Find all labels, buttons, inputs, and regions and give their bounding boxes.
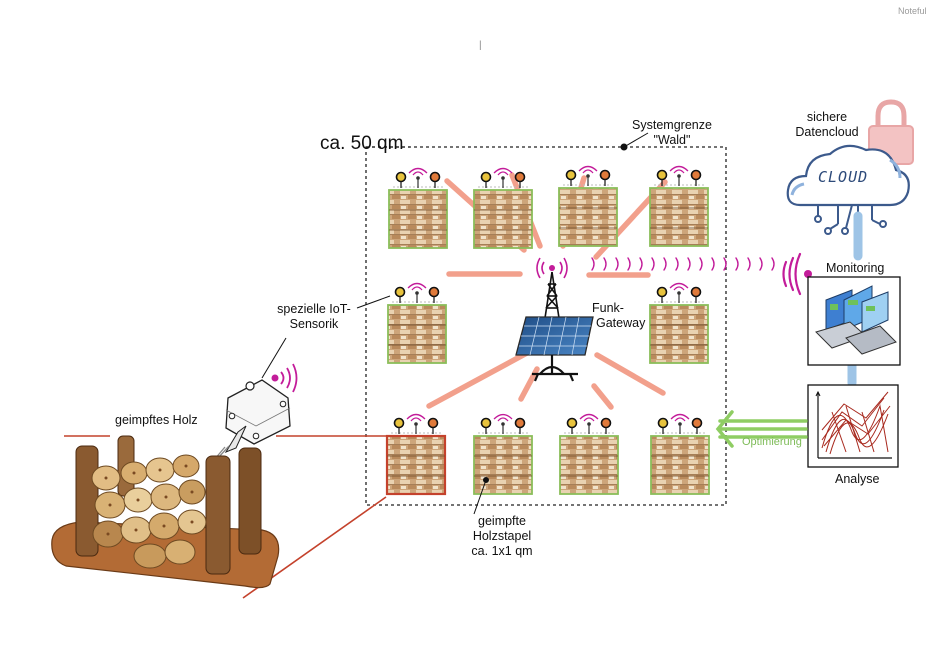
sensor-label: spezielle IoT- Sensorik: [266, 302, 362, 332]
data-pipes: [847, 211, 863, 388]
wood-stack-icon: [650, 413, 710, 495]
sensor-node-icon: [654, 165, 704, 186]
wood-stack-icon: [559, 413, 619, 495]
gateway-label-line2: Gateway: [596, 316, 646, 330]
area-size-label: ca. 50 qm: [320, 133, 404, 154]
sensor-node-icon: [564, 413, 614, 434]
cloud-label-line1: sichere: [806, 110, 848, 124]
monitoring-signal-dot: [804, 270, 812, 278]
optimization-label: Optimierung: [742, 436, 802, 448]
system-boundary-subtitle: "Wald": [653, 133, 691, 147]
sensor-node-icon: [654, 282, 704, 303]
cursor-mark: |: [479, 40, 482, 51]
system-boundary-title: Systemgrenze: [632, 118, 712, 132]
firewood-pile-icon: [51, 435, 280, 589]
sensor-node-icon: [478, 413, 528, 434]
vaccinated-wood-label: geimpftes Holz: [115, 413, 198, 427]
radio-tower-icon: [536, 257, 568, 319]
cloud-label-line2: Datencloud: [795, 125, 859, 139]
cloud-word: CLOUD: [818, 168, 869, 186]
wood-stack-icon: [649, 282, 709, 364]
sensor-label-line2: Sensorik: [289, 317, 339, 331]
sensor-node-icon: [393, 167, 443, 188]
sensor-node-icon: [655, 413, 705, 434]
cloud-icon: [786, 144, 910, 243]
annotation-leaders: [261, 295, 489, 515]
system-boundary-label: Systemgrenze "Wald": [627, 118, 717, 148]
sensor-box-icon: [213, 363, 298, 461]
sensor-label-line1: spezielle IoT-: [277, 302, 351, 316]
radio-links: [426, 172, 668, 410]
sensor-node-icon: [563, 165, 613, 186]
system-boundary: [365, 146, 727, 506]
stack-label: geimpfte Holzstapel ca. 1x1 qm: [462, 514, 542, 559]
sensor-node-icon: [391, 413, 441, 434]
wood-stack-icon: [558, 165, 618, 247]
laptop-monitoring-icon: [807, 276, 901, 366]
wood-stack-icon: [387, 282, 447, 364]
wood-stack-icon: [388, 167, 448, 249]
analysis-chart-icon: [807, 384, 899, 468]
wood-stack-icon: [385, 413, 447, 496]
wood-stack-icon: [473, 167, 533, 249]
stack-label-line1: geimpfte: [478, 514, 526, 528]
stack-label-line3: ca. 1x1 qm: [471, 544, 533, 558]
monitoring-label: Monitoring: [826, 261, 885, 275]
app-brand-label: Noteful: [898, 6, 927, 16]
solar-panel-icon: [515, 316, 594, 382]
optimization-arrow: [715, 410, 808, 448]
gateway-label: Funk- Gateway: [592, 301, 645, 331]
uplink-waves: [591, 252, 802, 296]
cloud-label: sichere Datencloud: [792, 110, 862, 140]
sensor-node-icon: [392, 282, 442, 303]
wood-stack-icon: [473, 413, 533, 495]
gateway-label-line1: Funk-: [592, 301, 624, 315]
sensor-node-icon: [478, 167, 528, 188]
wood-stacks-grid: [385, 165, 710, 496]
analysis-label: Analyse: [835, 472, 880, 486]
wood-stack-icon: [649, 165, 709, 247]
stack-label-line2: Holzstapel: [472, 529, 532, 543]
